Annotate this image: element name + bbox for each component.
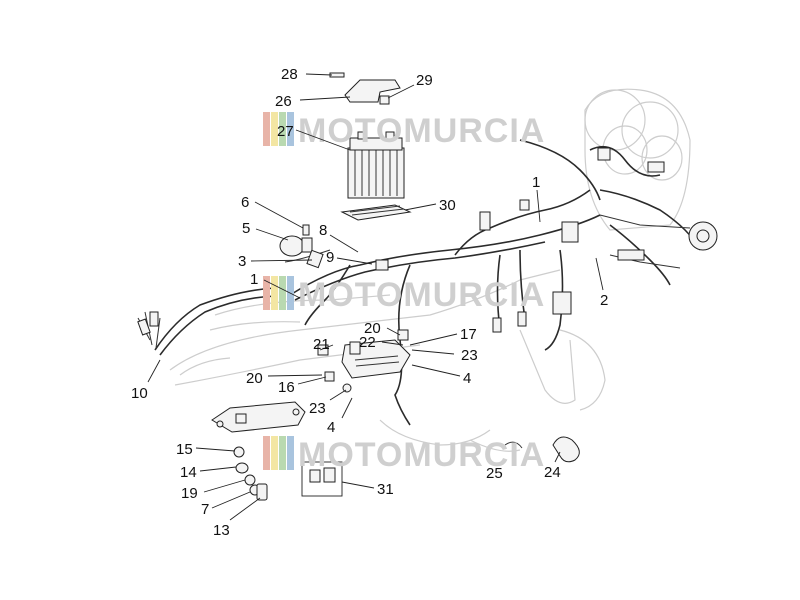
part-label: 13 (213, 522, 230, 539)
watermark-stripe (263, 436, 270, 470)
part-label: 6 (241, 194, 249, 211)
part-label: 30 (439, 197, 456, 214)
watermark-stripe (263, 276, 270, 310)
cable-clips (504, 436, 580, 463)
battery-pad (340, 204, 412, 221)
part-label: 3 (238, 253, 246, 270)
part-label: 9 (326, 249, 334, 266)
part-label: 26 (275, 93, 292, 110)
watermark-text: MOTOMURCIA (298, 436, 545, 474)
part-label: 1 (532, 174, 540, 191)
part-label: 22 (359, 334, 376, 351)
watermark-stripe (279, 112, 286, 146)
leader-lines (147, 73, 604, 521)
part-label: 17 (460, 326, 477, 343)
part-label: 16 (278, 379, 295, 396)
part-label: 28 (281, 66, 298, 83)
part-label: 19 (181, 485, 198, 502)
watermark-bottom: MOTOMURCIA (263, 436, 545, 474)
part-label: 7 (201, 501, 209, 518)
part-label: 15 (176, 441, 193, 458)
watermark-stripe (271, 112, 278, 146)
battery-bracket (329, 72, 401, 105)
part-label: 23 (309, 400, 326, 417)
part-label: 27 (277, 123, 294, 140)
part-label: 31 (377, 481, 394, 498)
watermark-top: MOTOMURCIA (263, 112, 545, 150)
part-label: 25 (486, 465, 503, 482)
plug-connectors (479, 199, 645, 333)
watermark-middle: MOTOMURCIA (263, 276, 545, 314)
relay-pair (301, 461, 343, 497)
part-label: 24 (544, 464, 561, 481)
fuse-box (317, 329, 411, 393)
watermark-stripe (271, 436, 278, 470)
watermark-stripe (271, 276, 278, 310)
part-label: 21 (313, 336, 330, 353)
rear-harness-branch (137, 287, 279, 356)
part-label: 1 (250, 271, 258, 288)
mounting-plate (211, 401, 306, 501)
part-label: 4 (327, 419, 335, 436)
part-label: 29 (416, 72, 433, 89)
main-wiring-harness (284, 139, 701, 426)
part-label: 8 (319, 222, 327, 239)
watermark-stripe (263, 112, 270, 146)
watermark-stripe (287, 112, 294, 146)
watermark-text: MOTOMURCIA (298, 276, 545, 314)
part-label: 10 (131, 385, 148, 402)
part-label: 2 (600, 292, 608, 309)
part-label: 20 (246, 370, 263, 387)
handlebar-switch (597, 147, 718, 251)
part-labels: 28 29 26 27 30 1 6 5 8 9 3 1 2 20 17 22 … (131, 66, 608, 539)
part-label: 14 (180, 464, 197, 481)
part-label: 23 (461, 347, 478, 364)
battery (347, 131, 405, 199)
watermark-stripe (287, 436, 294, 470)
watermark-text: MOTOMURCIA (298, 112, 545, 150)
watermark: MOTOMURCIA MOTOMURCIA MOTOMURCIA (263, 112, 545, 474)
part-label: 5 (242, 220, 250, 237)
relay-components (279, 224, 389, 271)
part-label: 4 (463, 370, 471, 387)
part-label: 20 (364, 320, 381, 337)
watermark-stripe (279, 436, 286, 470)
watermark-stripe (279, 276, 286, 310)
